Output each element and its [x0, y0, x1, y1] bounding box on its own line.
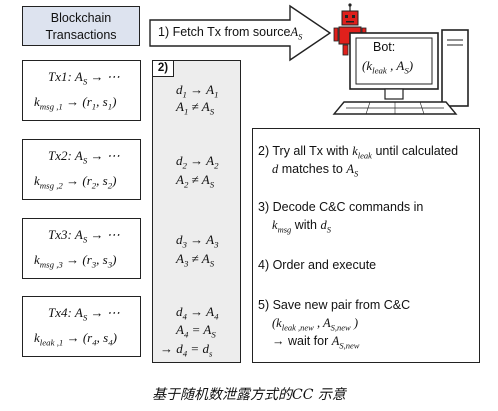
fetch-arrow-label: 1) Fetch Tx from sourceAS: [158, 25, 303, 42]
decode-panel: [152, 60, 241, 363]
decode4-eq: A4 = AS: [176, 322, 216, 340]
header-line1: Blockchain: [50, 11, 112, 25]
figure-caption: 基于随机数泄露方式的CC 示意: [152, 387, 346, 403]
tx4-line1: Tx4: AS → ⋯: [48, 305, 120, 323]
decode1-match: d1 → A1: [176, 82, 219, 100]
tx1-line1: Tx1: AS → ⋯: [48, 69, 120, 87]
steps-box: [252, 128, 480, 363]
decode2-match: d2 → A2: [176, 153, 219, 171]
bot-label: Bot:: [373, 40, 396, 54]
tx2-box: [22, 139, 141, 200]
tx4-line2: kleak ,1 → (r4, s4): [34, 330, 117, 348]
decode4-match: d4 → A4: [176, 304, 219, 322]
tx3-box: [22, 218, 141, 279]
step2-line2: d matches to AS: [272, 162, 359, 179]
decode1-neq: A1 ≠ AS: [176, 99, 215, 117]
step3-line1: 3) Decode C&C commands in: [258, 200, 424, 214]
tx2-line2: kmsg ,2 → (r2, s2): [34, 173, 117, 191]
decode2-neq: A2 ≠ AS: [176, 172, 215, 190]
decode3-neq: A3 ≠ AS: [176, 251, 215, 269]
header-line2: Transactions: [45, 28, 117, 42]
tx3-line2: kmsg ,3 → (r3, s3): [34, 252, 117, 270]
decode4-final: → d4 = ds: [160, 341, 213, 359]
tx4-box: [22, 296, 141, 357]
computer-monitor-icon: [332, 29, 469, 115]
step3-line2: kmsg with dS: [272, 218, 331, 235]
step2-tag: 2): [152, 60, 174, 77]
decode3-match: d3 → A3: [176, 232, 219, 250]
tx1-box: [22, 60, 141, 121]
step2-line1: 2) Try all Tx with kleak until calculate…: [258, 144, 459, 161]
step5-line1: 5) Save new pair from C&C: [258, 298, 411, 312]
blockchain-transactions-header: Blockchain Transactions: [22, 6, 140, 46]
tx1-line2: kmsg ,1 → (r1, s1): [34, 94, 117, 112]
bot-key-pair: (kleak , AS): [362, 58, 414, 76]
step4-line: 4) Order and execute: [258, 258, 377, 272]
step5-line3: → wait for AS,new: [272, 334, 360, 351]
step5-line2: (kleak ,new , AS,new ): [272, 316, 359, 333]
tx3-line1: Tx3: AS → ⋯: [48, 227, 120, 245]
tx2-line1: Tx2: AS → ⋯: [48, 148, 120, 166]
